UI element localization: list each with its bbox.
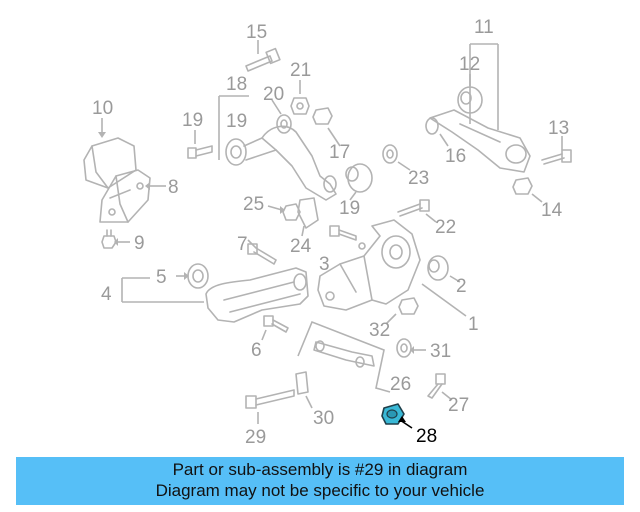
- part-9-bolt: [101, 229, 117, 249]
- callout-13[interactable]: 13: [548, 118, 569, 139]
- part-15-bolt: [245, 47, 281, 72]
- part-17-nut: [312, 107, 333, 125]
- callout-27[interactable]: 26: [390, 374, 411, 395]
- part-20-bolt: [187, 145, 213, 159]
- callout-21[interactable]: 20: [263, 84, 284, 105]
- part-10-cover: [83, 137, 137, 189]
- part-1-knuckle: [317, 219, 421, 311]
- callout-14[interactable]: 14: [541, 200, 563, 221]
- callout-17[interactable]: 17: [329, 142, 350, 163]
- part-23-bolt: [397, 199, 430, 217]
- part-7-bolt: [247, 243, 277, 265]
- part-28-bolt: [427, 373, 446, 399]
- part-32-washer: [396, 338, 412, 358]
- callout-16[interactable]: 16: [445, 146, 466, 167]
- part-24-washer: [382, 144, 398, 164]
- callout-8[interactable]: 8: [168, 177, 179, 198]
- callout-33[interactable]: 32: [369, 320, 390, 341]
- part-5-bushing: [187, 263, 209, 289]
- part-27-link: [313, 340, 375, 368]
- callout-26[interactable]: 25: [243, 194, 264, 215]
- part-11-arm: [429, 109, 531, 173]
- part-25-bracket: [297, 197, 319, 229]
- callout-20[interactable]: 19: [182, 110, 203, 131]
- callout-1[interactable]: 1: [468, 314, 479, 335]
- callout-29[interactable]: 28: [416, 426, 437, 447]
- part-18-upper-arm: [225, 125, 337, 201]
- callout-15[interactable]: 15: [246, 22, 267, 43]
- callout-30[interactable]: 29: [245, 427, 266, 448]
- part-29-nut-highlighted[interactable]: [381, 403, 405, 425]
- part-3-bolt: [329, 225, 357, 241]
- callout-7[interactable]: 7: [237, 234, 248, 255]
- banner-line-2: Diagram may not be specific to your vehi…: [155, 481, 485, 500]
- part-30-bolt: [245, 389, 295, 409]
- callout-25[interactable]: 24: [290, 236, 312, 257]
- callout-19a[interactable]: 19: [226, 111, 247, 132]
- callout-11[interactable]: 11: [474, 17, 494, 38]
- callout-23[interactable]: 22: [435, 217, 456, 238]
- part-13-bolt: [541, 149, 572, 165]
- callout-3[interactable]: 3: [319, 254, 330, 275]
- callout-32[interactable]: 31: [430, 341, 451, 362]
- callout-28[interactable]: 27: [448, 395, 469, 416]
- parts-diagram: 15 21 20 18 19 17 19 19: [83, 17, 572, 448]
- part-6-bolt: [263, 315, 289, 333]
- part-21-washer: [276, 114, 292, 134]
- callout-22[interactable]: 21: [290, 60, 311, 81]
- callout-18[interactable]: 18: [226, 74, 247, 95]
- callout-4[interactable]: 4: [101, 284, 112, 305]
- part-26-nut: [282, 203, 301, 221]
- callout-9[interactable]: 9: [134, 233, 145, 254]
- part-16-washer: [425, 117, 439, 135]
- banner-line-1: Part or sub-assembly is #29 in diagram: [172, 460, 468, 479]
- callout-31[interactable]: 30: [313, 408, 334, 429]
- callout-6[interactable]: 6: [251, 340, 262, 361]
- callout-5[interactable]: 5: [156, 267, 167, 288]
- part-4-lower-arm: [205, 267, 309, 323]
- callout-10[interactable]: 10: [92, 98, 113, 119]
- part-2-bushing: [427, 255, 449, 281]
- callout-12[interactable]: 12: [459, 54, 480, 75]
- callout-19b[interactable]: 19: [339, 198, 360, 219]
- callout-2[interactable]: 2: [456, 276, 467, 297]
- callout-24[interactable]: 23: [408, 168, 429, 189]
- part-12-bushing: [457, 86, 483, 114]
- part-22-nut: [290, 97, 310, 115]
- part-19-bushing: [345, 163, 373, 193]
- part-14-nut: [512, 177, 533, 195]
- part-31-bracket: [295, 371, 309, 395]
- info-banner: Part or sub-assembly is #29 in diagram D…: [16, 457, 624, 505]
- part-33-nut: [398, 297, 419, 315]
